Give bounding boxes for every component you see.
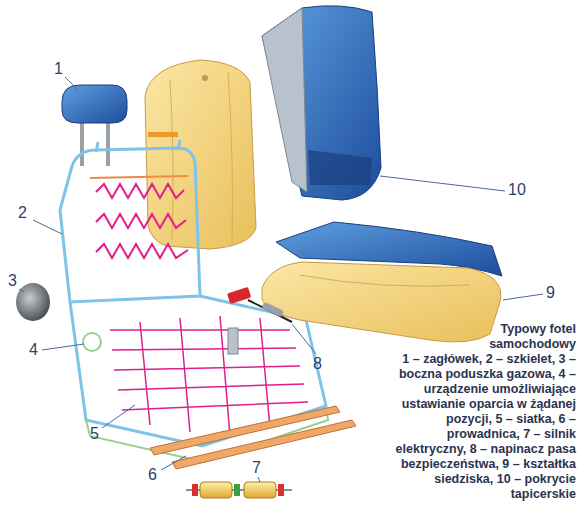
caption-block: Typowy fotel samochodowy1 – zagłówek, 2 … [386,322,576,502]
leader-line [258,477,260,482]
headrest-post [80,120,84,166]
leader-line [102,405,135,428]
seat-rail [172,420,356,469]
callout-number: 5 [90,425,99,443]
callout-number: 8 [313,355,322,373]
callout-number: 10 [508,181,526,199]
side-airbag [16,283,50,321]
foam-contour [170,80,173,240]
leader-line [503,294,543,300]
headrest-post [106,120,110,166]
seat-bracket [228,328,238,354]
backrest-foam [145,60,256,249]
spring-wire [96,184,184,198]
headrest [62,85,127,123]
callout-number: 3 [8,272,17,290]
motor-cap [278,484,284,496]
callout-number: 6 [148,466,157,484]
callout-number: 9 [546,284,555,302]
frame-tube [96,142,98,152]
motor-cap [234,484,240,496]
callout-number: 2 [18,204,27,222]
backrest-cover-side [262,8,307,192]
leader-line [42,344,84,350]
electric-motor [244,482,276,498]
foam-strap [148,132,178,137]
callout-number: 4 [29,341,38,359]
belt-buckle [227,287,251,304]
backrest-frame [60,148,200,302]
leader-line [65,77,78,90]
seat-mesh [110,316,308,436]
caption-text: 1 – zagłówek, 2 – szkielet, 3 – boczna p… [386,352,576,502]
seat-foam [262,262,501,342]
spring-wire [96,214,186,228]
electric-motor [200,482,232,498]
tensioner-cable [248,300,292,322]
frame-bar [90,176,188,178]
tensioner-body [261,302,284,318]
foam-contour [228,72,233,244]
leader-line [292,324,316,354]
caption-title: Typowy fotel samochodowy [386,322,576,352]
callout-number: 7 [252,459,261,477]
spring-wire [96,244,188,258]
leader-line [380,176,505,191]
foam-hole [202,75,208,81]
motor-cap [192,484,198,496]
backrest-cover [262,6,381,200]
callout-number: 1 [54,60,63,78]
backrest-cover-opening [308,150,372,185]
recliner [83,333,101,351]
leader-line [19,289,24,292]
leader-line [161,456,186,470]
foam-contour [300,275,470,286]
leader-line [33,220,62,234]
frame-tube [178,140,180,150]
